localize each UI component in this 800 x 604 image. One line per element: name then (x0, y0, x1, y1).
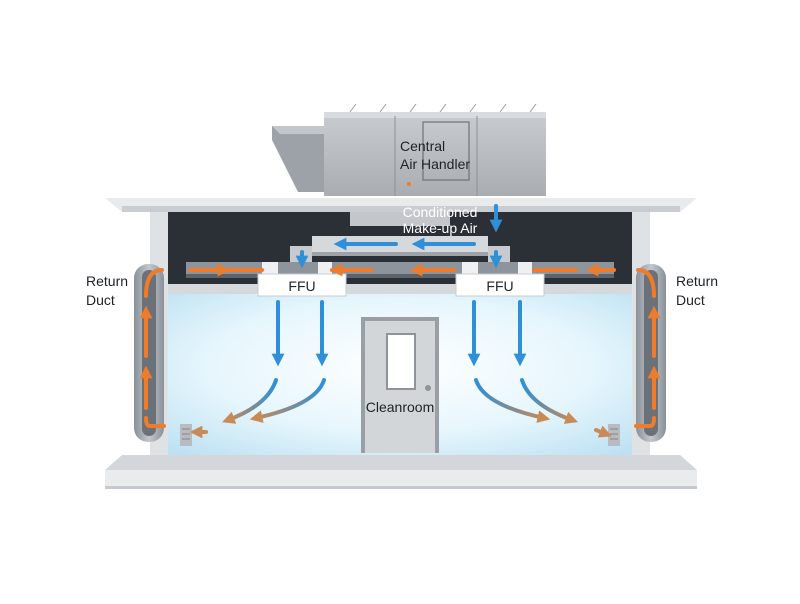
ffu-left-label: FFU (288, 278, 315, 294)
return-duct-left-label-line2: Duct (86, 292, 115, 308)
ffu-right-label: FFU (486, 278, 513, 294)
makeup-air-label-line2: Make-up Air (403, 220, 478, 236)
supply-airflow (271, 204, 527, 367)
ffu-left: FFU (257, 273, 347, 297)
return-airflow (139, 263, 661, 428)
return-duct-right (636, 264, 666, 442)
air-handler-label-line1: Central (400, 138, 445, 154)
ffu-right: FFU (455, 273, 545, 297)
makeup-air-label-line1: Conditioned (403, 204, 478, 220)
return-grille-right (608, 424, 620, 446)
cleanroom-door: Cleanroom (361, 317, 439, 453)
air-handler-label-line2: Air Handler (400, 156, 470, 172)
return-duct-right-label-line2: Duct (676, 292, 705, 308)
return-duct-left-label-line1: Return (86, 273, 128, 289)
central-air-handler: Central Air Handler (272, 103, 546, 196)
return-duct-right-label-line1: Return (676, 273, 718, 289)
return-duct-left (134, 264, 164, 442)
ceiling-plenum (168, 212, 632, 294)
room-airflow (189, 378, 612, 439)
return-grille-left (180, 424, 192, 446)
cleanroom-label: Cleanroom (366, 399, 434, 415)
